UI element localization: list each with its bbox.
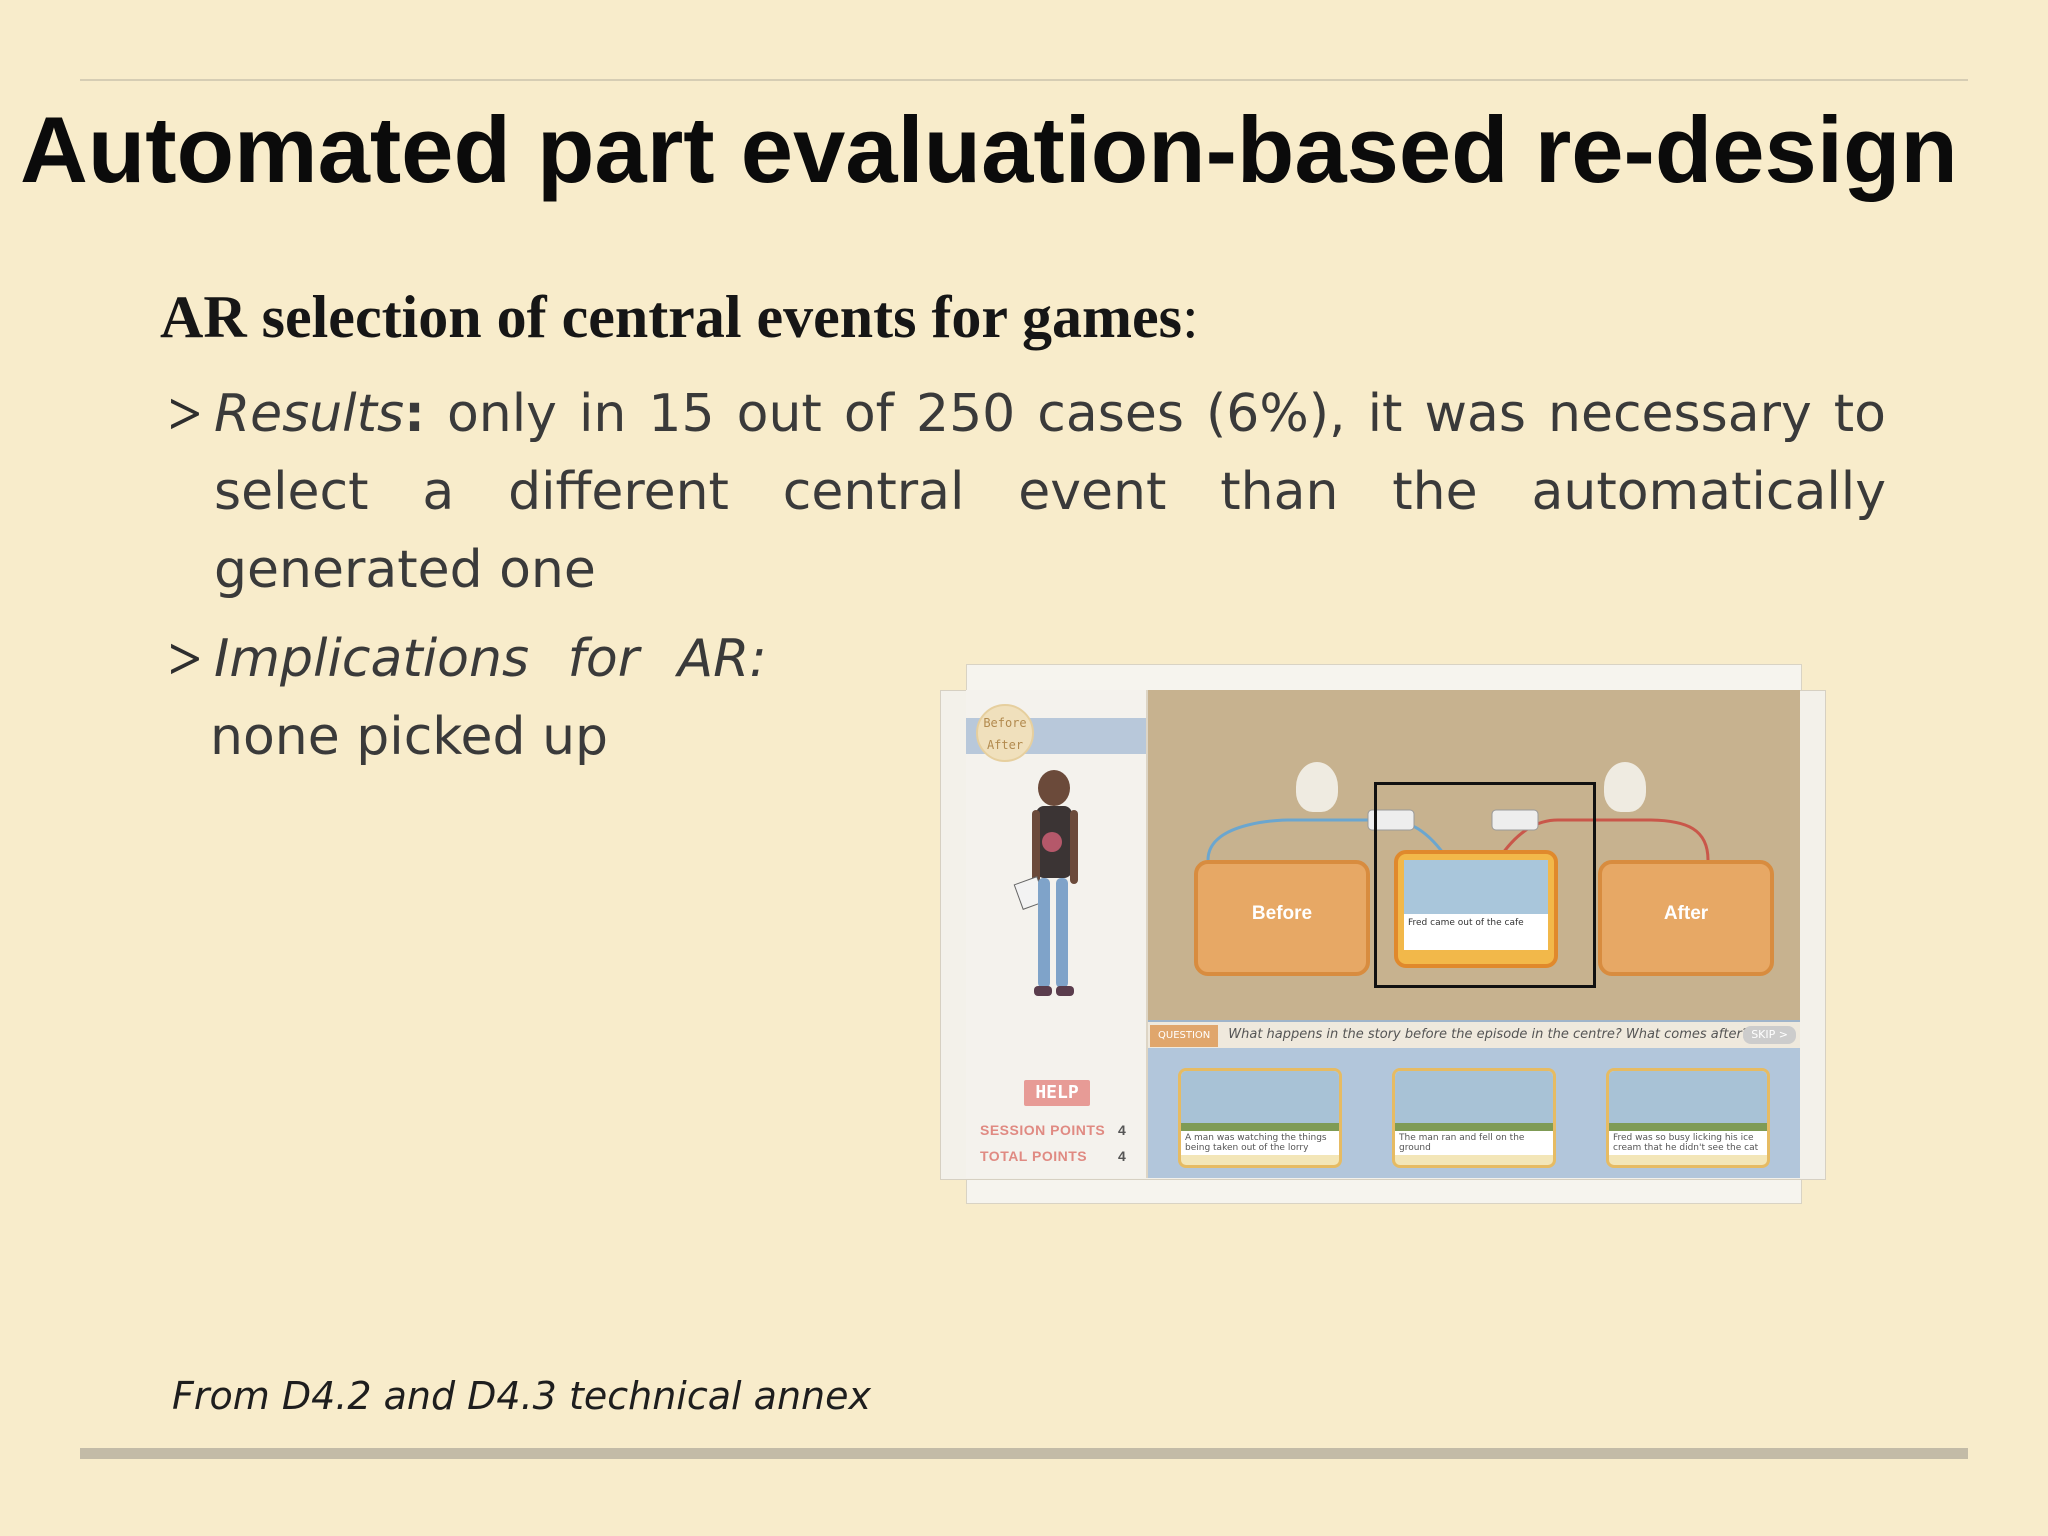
bullet-text: only in 15 out of 250 cases (6%), it was… [214,384,1886,600]
badge-after: After [986,738,1024,752]
question-tag: QUESTION [1150,1025,1219,1047]
subheading-text: AR selection of central events for games [160,284,1182,350]
total-points-label: TOTAL POINTS [980,1148,1088,1164]
center-event-card[interactable]: Fred came out of the cafe [1394,850,1558,968]
bullet-label: Results [214,384,405,444]
card-picture [1609,1071,1767,1131]
card-picture [1181,1071,1339,1131]
before-slot[interactable]: Before [1194,860,1370,976]
bottom-rule [80,1448,1968,1459]
bullet-arrow-icon: > [168,381,203,447]
subheading-colon: : [1181,284,1199,350]
help-button[interactable]: HELP [1024,1080,1090,1106]
highlight-rectangle [1374,782,1596,988]
bullet-results: >Results: only in 15 out of 250 cases (6… [168,375,1886,609]
wires [1206,809,1710,861]
after-slot[interactable]: After [1598,860,1774,976]
total-points: TOTAL POINTS 4 [980,1148,1126,1164]
character-figure [1013,770,1078,996]
card-caption: A man was watching the things being take… [1181,1131,1339,1155]
answer-card[interactable]: The man ran and fell on the ground [1392,1068,1556,1168]
lightbulb-right-icon [1604,762,1646,812]
center-event-caption: Fred came out of the cafe [1404,914,1548,950]
bullet-implications: >Implications for AR: none picked up [168,620,834,776]
footnote: From D4.2 and D4.3 technical annex [172,1374,871,1418]
skip-button[interactable]: SKIP > [1743,1026,1796,1044]
lightbulb-left-icon [1296,762,1338,812]
game-board: Before Fred came out of the cafe After [1148,690,1800,1020]
total-points-value: 4 [1118,1148,1127,1164]
bullet-arrow-icon: > [168,626,203,692]
top-rule [80,79,1968,81]
session-points-value: 4 [1118,1122,1127,1138]
session-points: SESSION POINTS 4 [980,1122,1126,1138]
card-caption: Fred was so busy licking his ice cream t… [1609,1131,1767,1155]
question-bar: QUESTION What happens in the story before… [1148,1020,1800,1050]
card-caption: The man ran and fell on the ground [1395,1131,1553,1155]
answer-cards: A man was watching the things being take… [1148,1048,1800,1178]
badge-before: Before [983,716,1027,730]
question-text: What happens in the story before the epi… [1228,1027,1749,1042]
bullet-label-sep: : [404,384,425,444]
subheading: AR selection of central events for games… [160,280,1199,354]
answer-card[interactable]: A man was watching the things being take… [1178,1068,1342,1168]
slide-title: Automated part evaluation-based re-desig… [20,97,1958,202]
bullet-text: none picked up [210,707,609,767]
answer-card[interactable]: Fred was so busy licking his ice cream t… [1606,1068,1770,1168]
bullet-label: Implications for AR: [214,629,767,689]
card-picture [1395,1071,1553,1131]
session-points-label: SESSION POINTS [980,1122,1106,1138]
